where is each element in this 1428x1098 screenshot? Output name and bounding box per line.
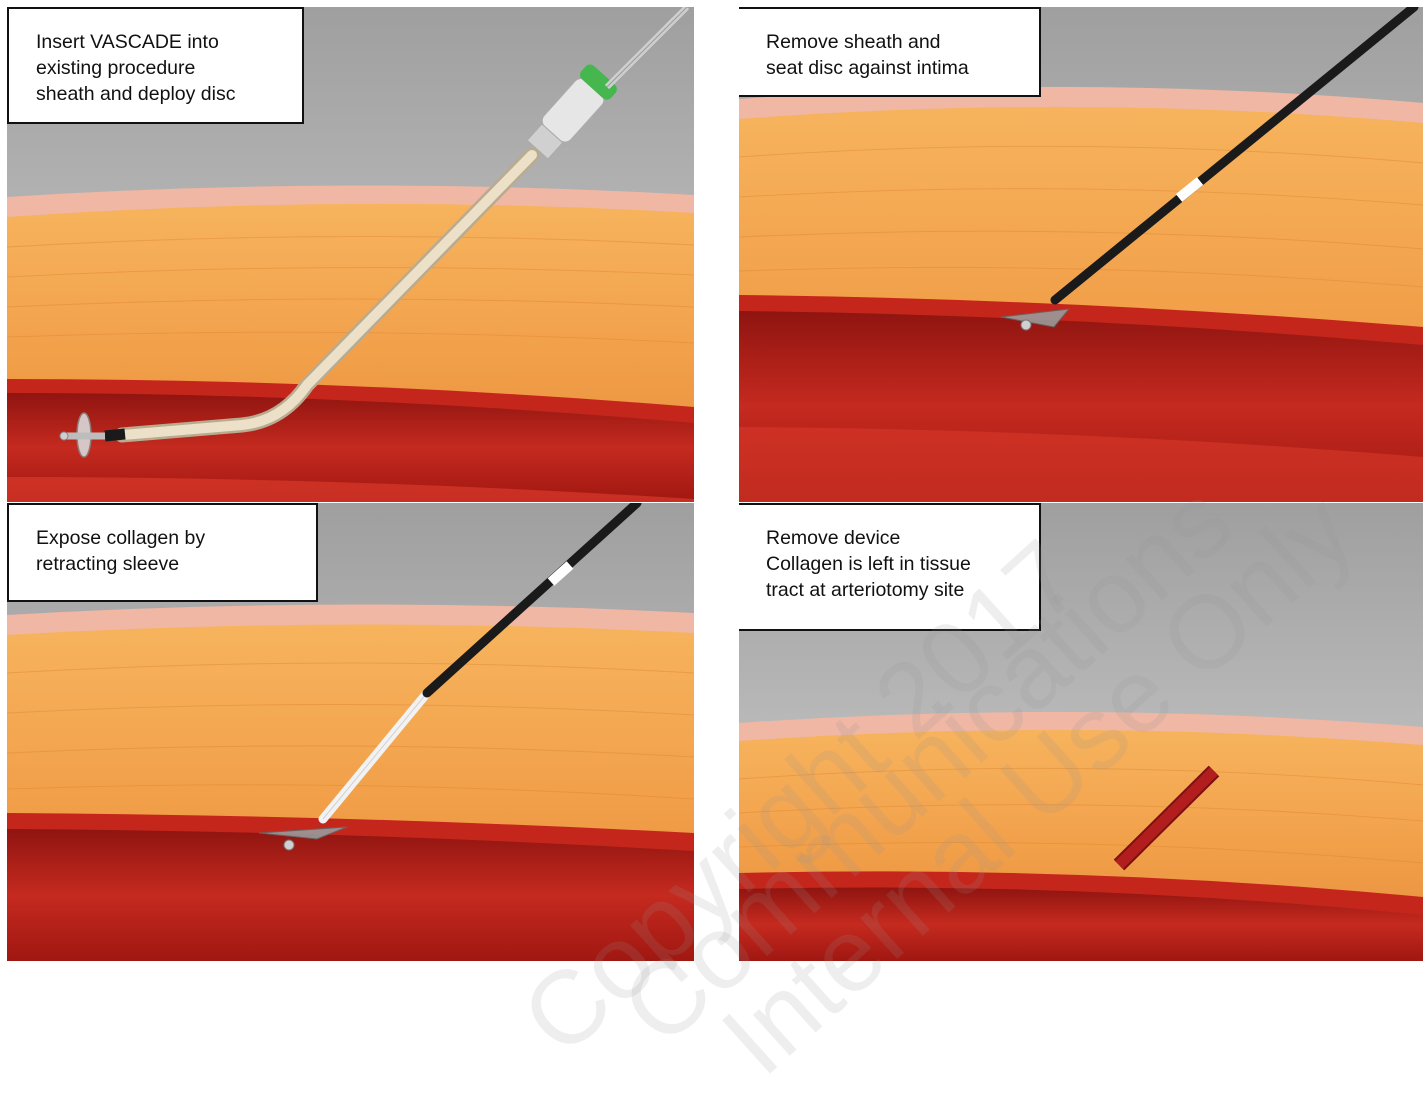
caption-box-expose-collagen: Expose collagen by retracting sleeve (7, 503, 318, 602)
caption-line: existing procedure (36, 55, 302, 81)
caption-line: sheath and deploy disc (36, 81, 302, 107)
caption-line: Remove device (766, 525, 1039, 551)
caption-line: Collagen is left in tissue (766, 551, 1039, 577)
caption-line: Insert VASCADE into (36, 29, 302, 55)
panel-remove-device: Remove device Collagen is left in tissue… (739, 503, 1423, 961)
caption-line: seat disc against intima (766, 55, 1039, 81)
caption-box-remove-device: Remove device Collagen is left in tissue… (739, 503, 1041, 631)
caption-box-seat-disc: Remove sheath and seat disc against inti… (739, 7, 1041, 97)
panel-insert-deploy: Insert VASCADE into existing procedure s… (7, 7, 694, 502)
caption-line: Expose collagen by (36, 525, 316, 551)
caption-box-insert-deploy: Insert VASCADE into existing procedure s… (7, 7, 304, 124)
caption-line: tract at arteriotomy site (766, 577, 1039, 603)
panel-expose-collagen: Expose collagen by retracting sleeve (7, 503, 694, 961)
caption-line: retracting sleeve (36, 551, 316, 577)
panel-seat-disc: Remove sheath and seat disc against inti… (739, 7, 1423, 502)
caption-line: Remove sheath and (766, 29, 1039, 55)
